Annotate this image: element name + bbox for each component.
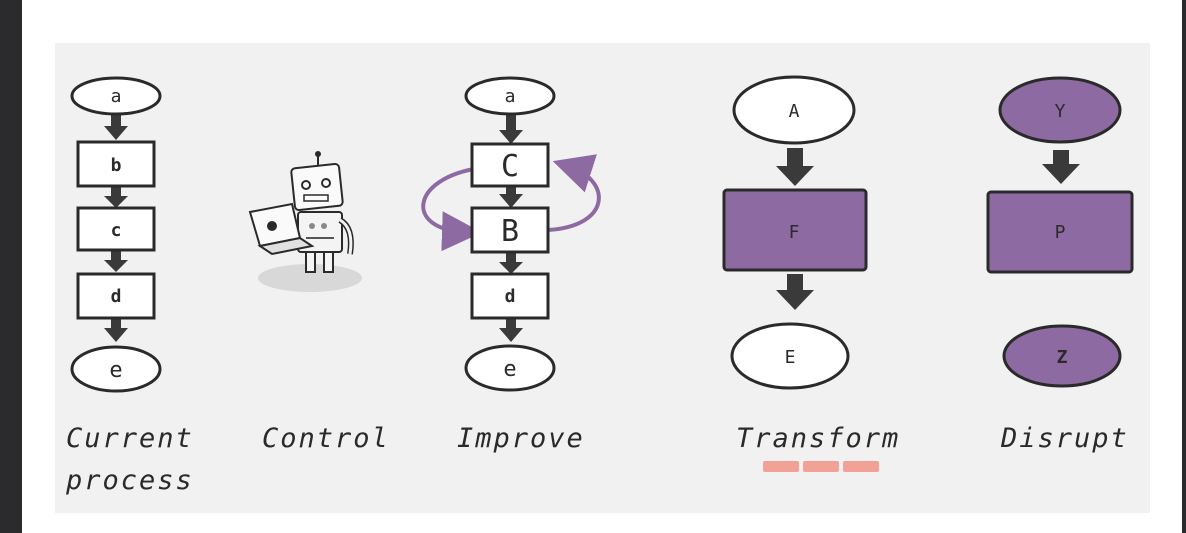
caption-current-process-line1: Current xyxy=(66,423,194,454)
arrow-down-icon xyxy=(499,252,523,274)
caption-current-process-line2: process xyxy=(65,465,194,496)
node-a-improve xyxy=(464,76,556,116)
node-e xyxy=(70,345,162,393)
node-C-improve-label: C xyxy=(501,149,519,184)
caption-disrupt: Disrupt xyxy=(1000,423,1129,454)
transform-flow: A F E xyxy=(722,75,868,390)
node-c-label: c xyxy=(111,220,122,241)
node-Z-disrupt-label: Z xyxy=(1057,347,1068,368)
node-F-transform-label: F xyxy=(789,222,800,243)
disrupt-flow: Y P Z xyxy=(986,76,1134,388)
node-d-improve-label: d xyxy=(505,286,516,307)
node-a-label: a xyxy=(111,86,122,107)
node-Z-disrupt xyxy=(1002,324,1122,388)
current-process-flow: a b c d e xyxy=(70,76,162,393)
robot-with-laptop-icon xyxy=(248,151,362,292)
node-e-improve-label: e xyxy=(503,357,516,382)
node-a xyxy=(70,76,162,116)
arrow-down-icon xyxy=(1042,150,1080,184)
node-c xyxy=(76,206,156,252)
caption-transform: Transform xyxy=(736,423,900,454)
arrow-down-icon xyxy=(499,186,523,208)
arrow-down-icon xyxy=(104,186,128,208)
node-A-transform-label: A xyxy=(789,101,800,122)
node-B-improve-label: B xyxy=(501,214,519,249)
node-C-improve xyxy=(470,142,550,188)
node-e-improve xyxy=(464,344,556,392)
arrow-down-icon xyxy=(499,112,523,144)
right-dark-edge xyxy=(1182,0,1186,533)
node-F-transform xyxy=(722,188,868,272)
node-Y-disrupt xyxy=(998,76,1122,144)
node-b xyxy=(76,140,156,188)
node-b-label: b xyxy=(111,155,122,176)
node-A-transform xyxy=(732,75,856,145)
arrow-down-icon xyxy=(776,274,814,310)
node-Y-disrupt-label: Y xyxy=(1055,101,1066,122)
feedback-loop-right xyxy=(547,154,601,232)
arrow-down-icon xyxy=(776,148,814,186)
node-E-transform xyxy=(730,322,850,390)
node-E-transform-label: E xyxy=(785,347,796,368)
arrow-down-icon xyxy=(104,112,128,140)
arrow-down-icon xyxy=(499,318,523,342)
node-B-improve xyxy=(470,206,550,254)
node-d-improve xyxy=(470,272,550,320)
node-e-label: e xyxy=(109,358,122,383)
transform-highlight-bars xyxy=(763,461,879,472)
node-a-improve-label: a xyxy=(505,86,516,107)
node-d xyxy=(76,272,156,320)
node-P-disrupt xyxy=(986,190,1134,274)
node-P-disrupt-label: P xyxy=(1055,222,1066,243)
feedback-loop-left xyxy=(421,166,482,252)
caption-control: Control xyxy=(262,423,390,454)
slide-background xyxy=(55,43,1150,513)
node-d-label: d xyxy=(111,286,122,307)
improve-flow: a C B d e xyxy=(421,76,601,392)
left-dark-edge xyxy=(0,0,22,533)
arrow-down-icon xyxy=(104,250,128,272)
caption-improve: Improve xyxy=(457,423,585,454)
arrow-down-icon xyxy=(104,318,128,342)
